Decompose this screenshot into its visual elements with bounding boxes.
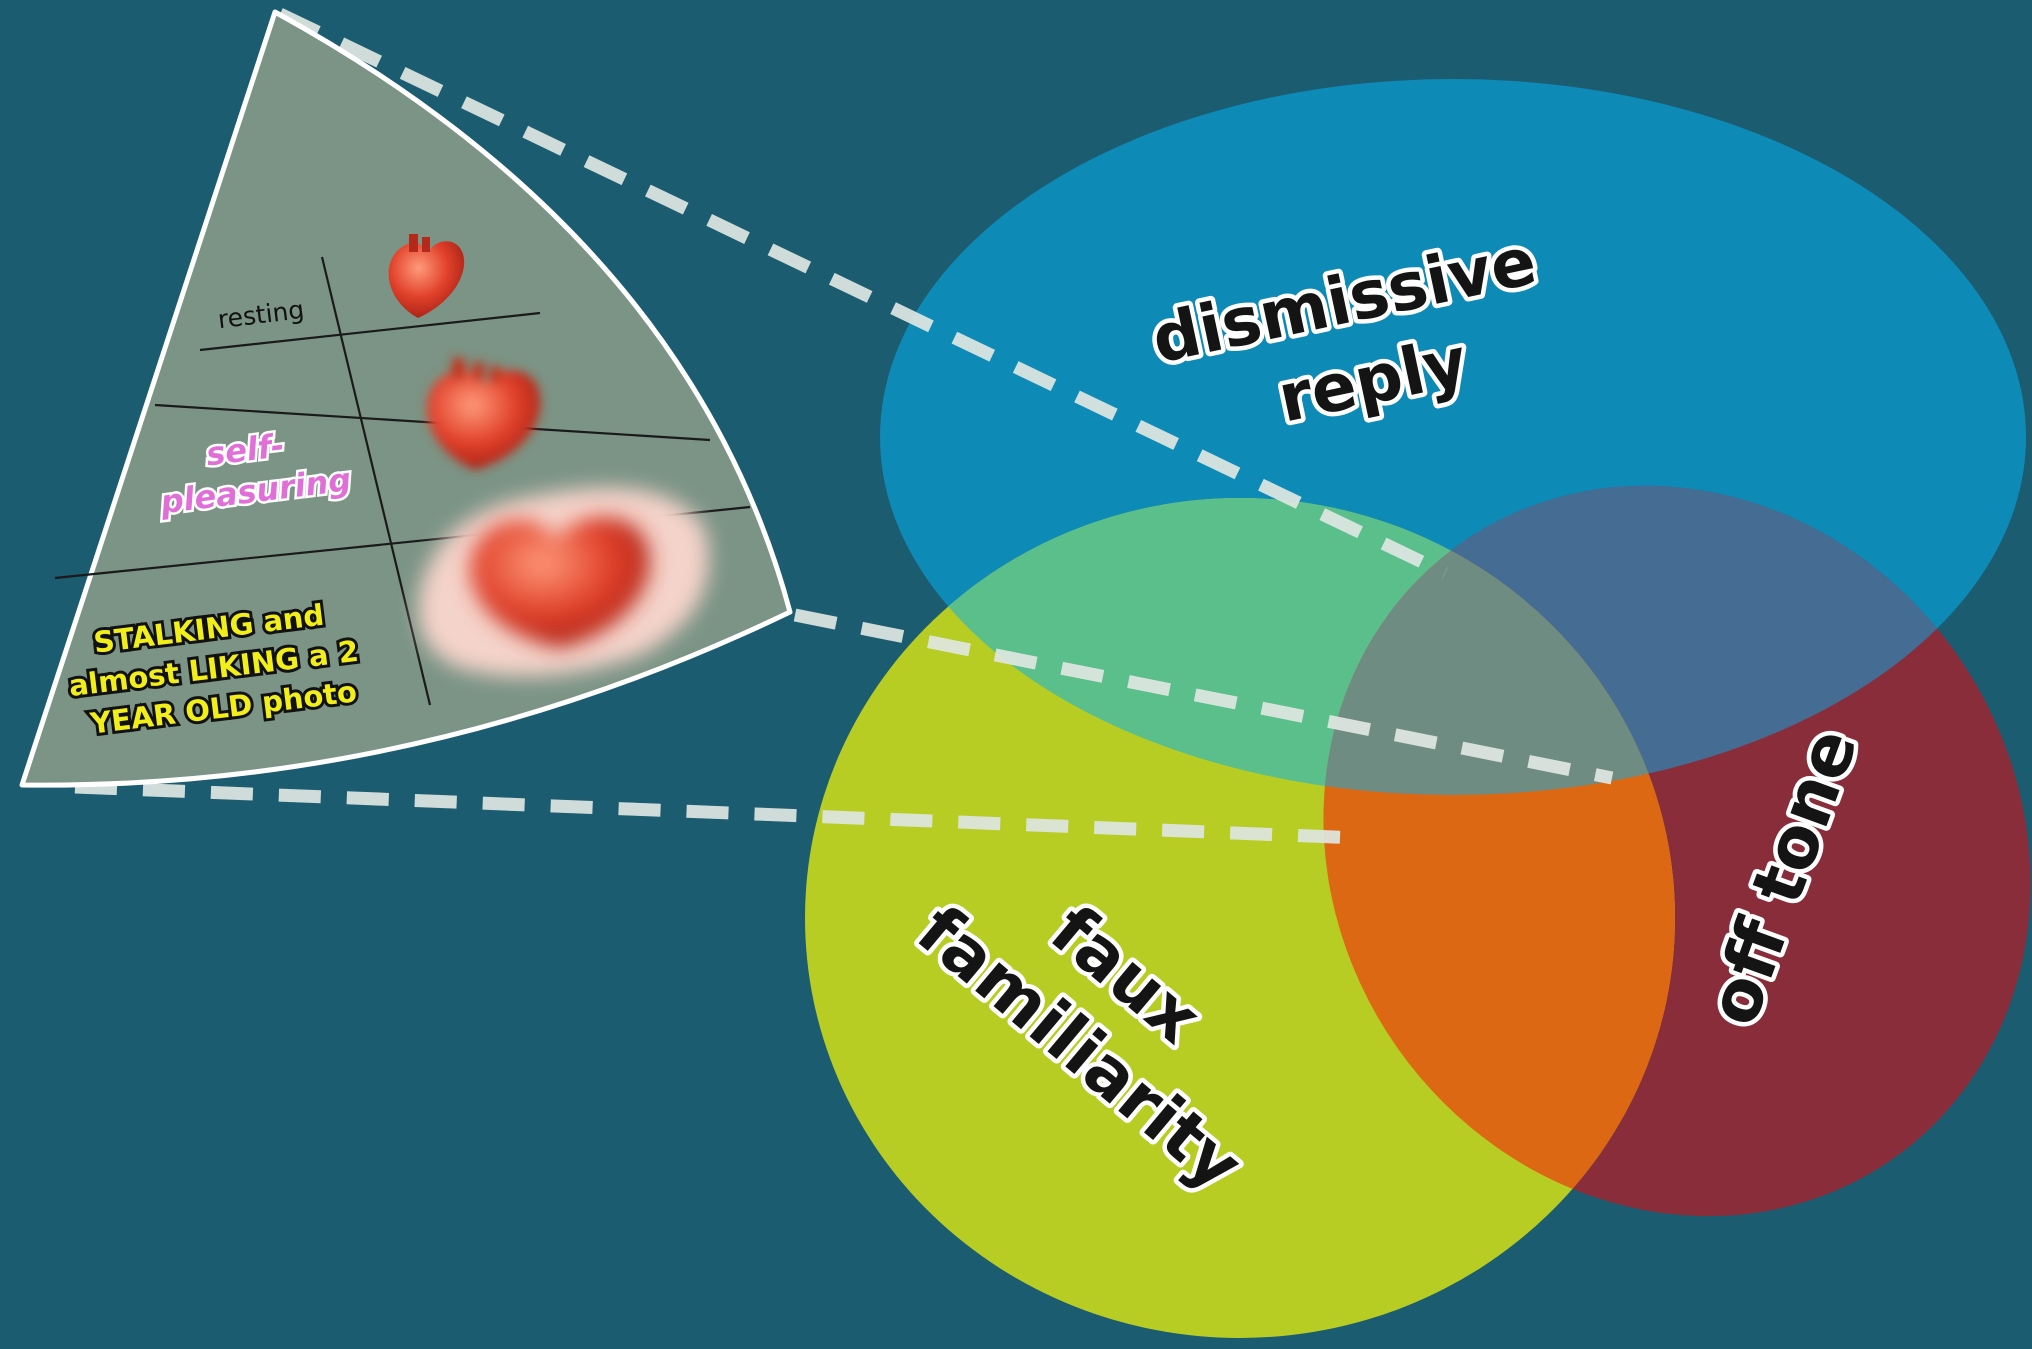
overlap-center <box>1323 498 1675 795</box>
heart-icon <box>388 234 465 318</box>
heart-icon <box>426 358 541 470</box>
heart-icon <box>418 487 709 677</box>
inset-panel: resting self- pleasuring STALKING and al… <box>19 9 793 788</box>
zoom-dashed-lines <box>74 8 1614 845</box>
